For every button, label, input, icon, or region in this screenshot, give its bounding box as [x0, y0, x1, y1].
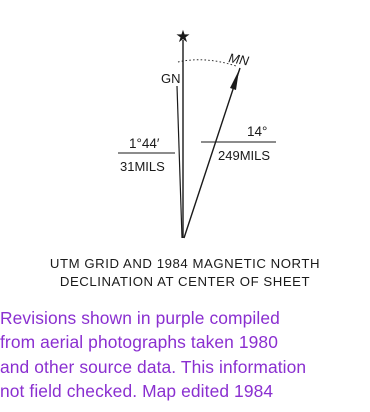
declination-diagram: ★ GN MN 1°44′ 31MILS 14° 249MILS	[118, 27, 276, 239]
grid-north-line	[176, 85, 183, 239]
magnetic-north-label: MN	[227, 50, 250, 68]
magnetic-declination-degrees: 14°	[247, 124, 267, 139]
revision-note-line-4: not field checked. Map edited 1984	[0, 381, 274, 401]
revision-note-line-3: and other source data. This information	[0, 357, 307, 377]
declination-arc	[177, 59, 237, 67]
grid-declination-degrees: 1°44′	[129, 136, 160, 151]
revision-note-line-2: from aerial photographs taken 1980	[0, 332, 278, 352]
declination-caption-line-2: DECLINATION AT CENTER OF SHEET	[59, 274, 311, 289]
grid-declination-mils: 31MILS	[120, 159, 165, 174]
magnetic-north-arrowhead-icon	[230, 70, 239, 90]
grid-north-label: GN	[161, 71, 181, 86]
true-north-star-icon: ★	[175, 27, 190, 46]
revision-note-line-1: Revisions shown in purple compiled	[0, 308, 280, 328]
magnetic-north-line	[183, 67, 241, 239]
declination-caption-line-1: UTM GRID AND 1984 MAGNETIC NORTH	[49, 256, 321, 271]
magnetic-declination-mils: 249MILS	[218, 148, 270, 163]
